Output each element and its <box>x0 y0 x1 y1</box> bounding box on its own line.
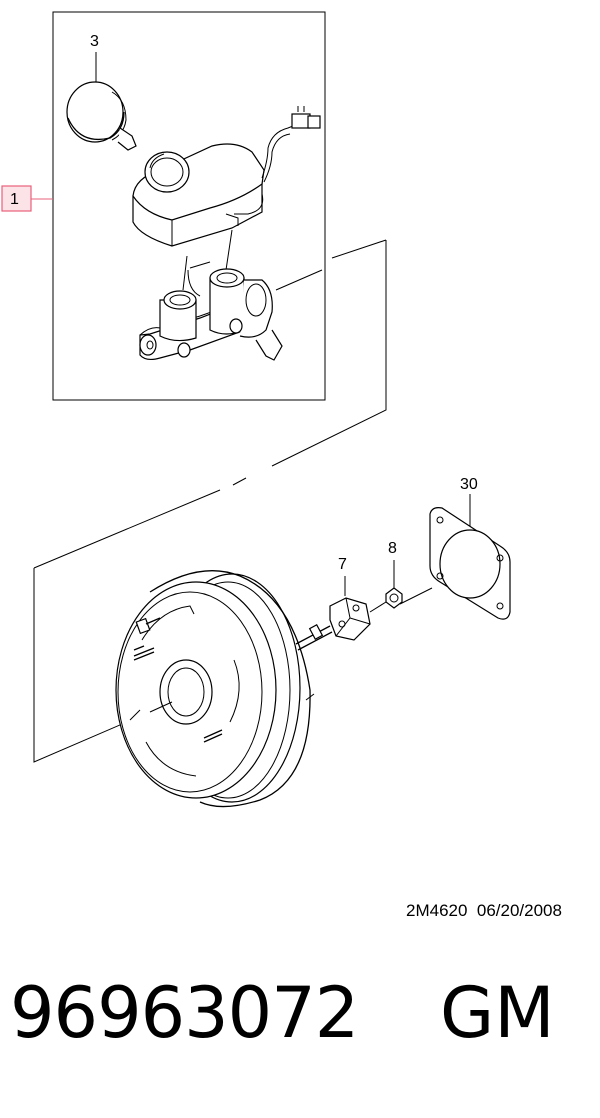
level-sensor-wire <box>234 106 321 215</box>
callout-7-label: 7 <box>338 556 347 573</box>
callout-30-label: 30 <box>460 476 478 493</box>
callout-8-label: 8 <box>388 540 397 557</box>
booster-gasket <box>399 507 511 620</box>
callout-1-label: 1 <box>10 191 19 208</box>
callout-3-label: 3 <box>90 33 99 50</box>
brake-booster <box>115 570 315 808</box>
booster-leader <box>149 701 173 713</box>
callout-1-box[interactable] <box>1 185 32 212</box>
assembly-guide-lines <box>33 239 387 763</box>
push-rod <box>295 624 333 651</box>
brake-fluid-reservoir <box>132 143 265 247</box>
reservoir-cap <box>66 81 137 151</box>
drawing-reference: 2M4620 06/20/2008 <box>406 901 562 920</box>
reservoir-leader-left <box>182 255 188 291</box>
part-number: 96963072 <box>10 972 359 1054</box>
reservoir-leader-right <box>225 229 233 271</box>
clevis <box>329 597 387 641</box>
master-cylinder-body <box>139 261 323 361</box>
brand-label: GM <box>440 972 555 1054</box>
nut <box>385 587 403 609</box>
master-cylinder-frame <box>52 11 326 401</box>
